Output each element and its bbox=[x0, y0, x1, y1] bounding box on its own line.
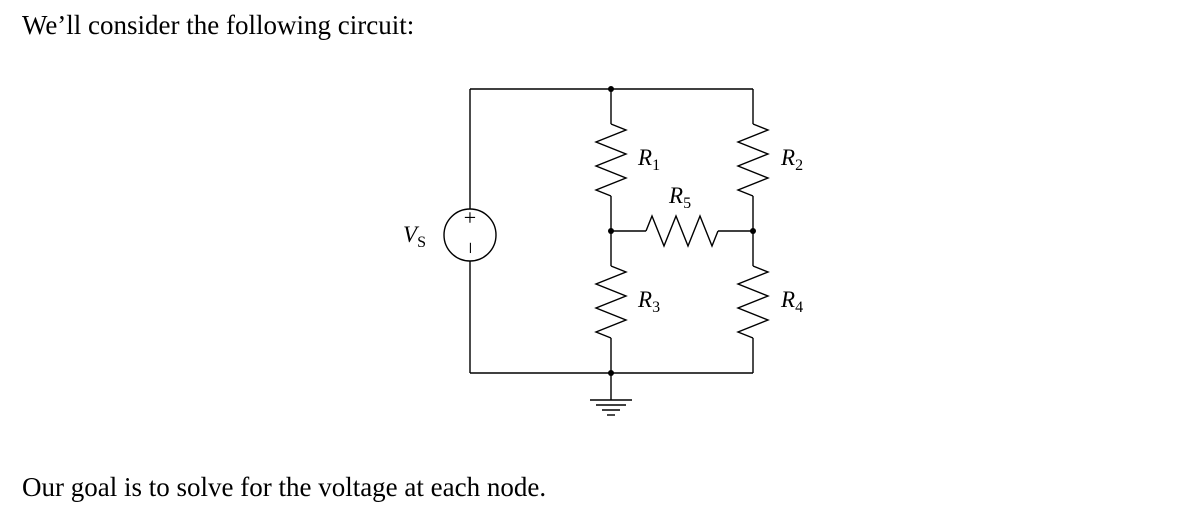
label-r4: R4 bbox=[780, 287, 803, 316]
outro-text: Our goal is to solve for the voltage at … bbox=[22, 472, 547, 502]
label-r1: R1 bbox=[637, 145, 660, 174]
label-r3-main: R bbox=[637, 287, 652, 312]
node-dot-center-right bbox=[750, 228, 756, 234]
label-r5-sub: 5 bbox=[683, 195, 691, 212]
voltage-source-plus: + bbox=[464, 205, 476, 230]
label-vs: VS bbox=[403, 222, 426, 251]
label-r5: R5 bbox=[668, 183, 691, 212]
resistor-r5-symbol bbox=[645, 214, 719, 248]
node-dot-top-mid bbox=[608, 86, 614, 92]
label-r3-sub: 3 bbox=[652, 299, 660, 316]
label-r1-main: R bbox=[637, 145, 652, 170]
label-r4-main: R bbox=[780, 287, 795, 312]
intro-text: We’ll consider the following circuit: bbox=[22, 10, 415, 40]
label-vs-main: V bbox=[403, 222, 420, 247]
label-r2: R2 bbox=[780, 145, 803, 174]
resistor-r4-symbol bbox=[736, 265, 770, 339]
node-dot-bottom-mid bbox=[608, 370, 614, 376]
label-r5-main: R bbox=[668, 183, 683, 208]
label-r2-main: R bbox=[780, 145, 795, 170]
label-r1-sub: 1 bbox=[652, 157, 660, 174]
label-r3: R3 bbox=[637, 287, 660, 316]
ground-symbol bbox=[590, 399, 632, 416]
resistor-r1-symbol bbox=[594, 123, 628, 197]
label-r2-sub: 2 bbox=[795, 157, 803, 174]
label-r4-sub: 4 bbox=[795, 299, 803, 316]
label-vs-sub: S bbox=[417, 234, 426, 251]
voltage-source-circle bbox=[443, 208, 497, 262]
resistor-r2-symbol bbox=[736, 123, 770, 197]
voltage-source: + − bbox=[443, 205, 497, 262]
node-dots bbox=[608, 86, 756, 376]
voltage-source-minus: − bbox=[458, 242, 483, 254]
node-dot-center-left bbox=[608, 228, 614, 234]
resistor-r3-symbol bbox=[594, 265, 628, 339]
